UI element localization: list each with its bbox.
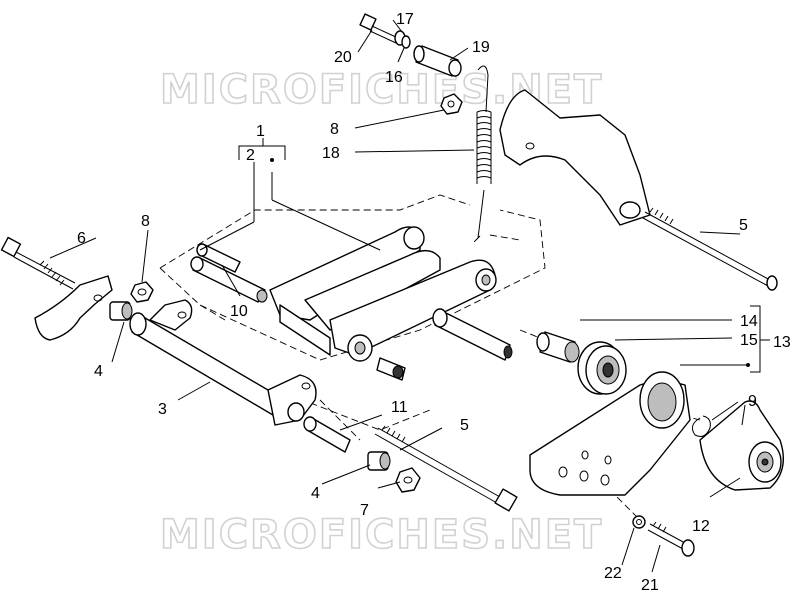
callout-6: 6: [77, 230, 86, 247]
part-4-bushing-left: [109, 301, 133, 321]
callout-19: 19: [472, 39, 490, 56]
callout-13: 13: [773, 334, 791, 351]
callout-9: 9: [748, 393, 757, 410]
callout-labels: 1 2 3 4 4 5 5 6 7 8 8 9 10 11 12 13 14 1…: [77, 11, 791, 594]
callout-7: 7: [360, 502, 369, 519]
callout-21: 21: [641, 577, 659, 594]
part-8-nut-left: [130, 281, 154, 303]
callout-20: 20: [334, 49, 352, 66]
watermark-bottom: MICROFICHES.NET: [160, 512, 603, 558]
callout-2: 2: [246, 147, 255, 164]
callout-1: 1: [256, 123, 265, 140]
part-8-nut-upper: [440, 93, 463, 115]
callout-8-left: 8: [141, 213, 150, 230]
callout-leader-lines: [49, 19, 770, 573]
part-18-spring: [474, 65, 492, 242]
part-21-bolt-lower: [647, 521, 695, 557]
part-19-spacer: [413, 45, 462, 77]
left-frame-bracket: [34, 275, 113, 341]
part-6-bolt: [0, 236, 76, 290]
watermark-top: MICROFICHES.NET: [160, 67, 603, 113]
callout-5-lower: 5: [460, 417, 469, 434]
part-3-shaft-assembly: [129, 299, 317, 426]
callout-11: 11: [391, 399, 408, 416]
callout-22: 22: [604, 565, 622, 582]
callout-12: 12: [692, 518, 710, 535]
part-15-bearing: [577, 341, 627, 395]
part-9-circlip: [691, 415, 711, 437]
part-5-bolt-lower: [374, 425, 518, 512]
callout-18: 18: [322, 145, 340, 162]
part-12-cover: [699, 400, 784, 491]
callout-3: 3: [158, 401, 167, 418]
swing-arm-main: [269, 226, 513, 381]
part-11-sleeve: [303, 416, 351, 453]
callout-15: 15: [740, 332, 758, 349]
callout-4-lower: 4: [311, 485, 320, 502]
part-16-washer: [401, 35, 411, 49]
callout-10: 10: [230, 303, 248, 320]
callout-16: 16: [385, 69, 403, 86]
part-10-bushings: [190, 243, 268, 303]
callout-5-upper: 5: [739, 217, 748, 234]
part-20-bolt-upper: [359, 13, 399, 44]
part-4-bushing-lower: [367, 451, 391, 471]
part-5-bolt-upper: [642, 207, 778, 291]
part-7-nut: [395, 467, 421, 493]
part-14-spacer: [536, 331, 580, 363]
callout-4-left: 4: [94, 363, 103, 380]
part-13-hub-bracket: [529, 371, 691, 496]
callout-14: 14: [740, 313, 758, 330]
part-22-washer: [632, 515, 646, 529]
callout-17: 17: [396, 11, 414, 28]
callout-8-upper: 8: [330, 121, 339, 138]
